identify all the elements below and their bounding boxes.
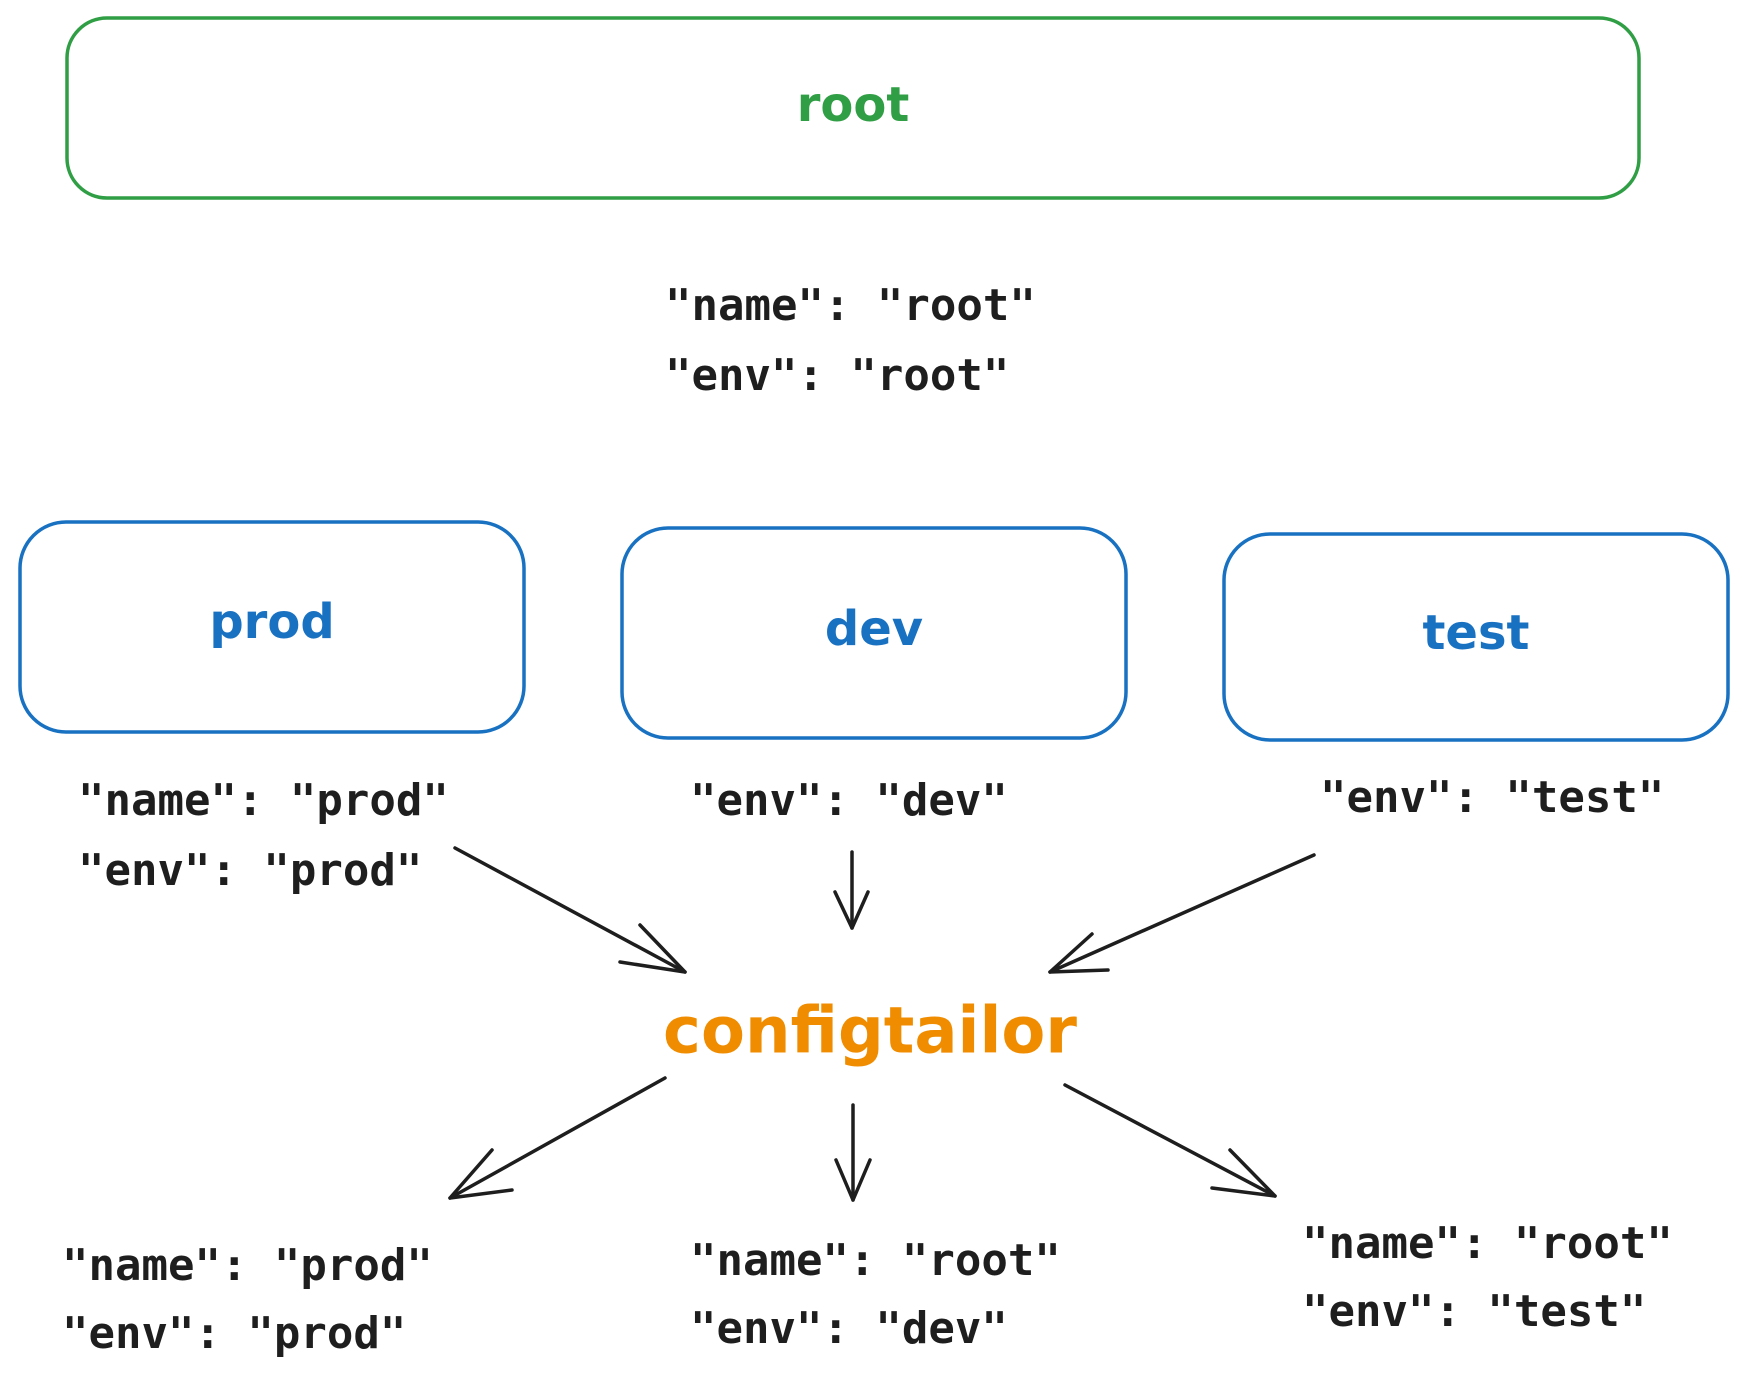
root-config-line: "name": "root": [665, 280, 1036, 331]
env-config-dev: "env": "dev": [690, 775, 1008, 826]
env-label-dev: dev: [825, 601, 923, 657]
arrow-dev-to-tool: [833, 850, 870, 930]
root-node: root: [65, 16, 1641, 200]
env-config-line: "env": "test": [1320, 772, 1664, 823]
env-box-dev: [620, 526, 1128, 740]
configtailor-label: configtailor: [663, 995, 1077, 1069]
root-box: [65, 16, 1641, 200]
output-config-line: "env": "prod": [62, 1308, 406, 1359]
root-config-line: "env": "root": [665, 350, 1009, 401]
env-config-line: "name": "prod": [78, 775, 449, 826]
root-config: "name": "root" "env": "root": [665, 280, 1036, 401]
env-node-prod: prod: [18, 520, 526, 734]
env-config-line: "env": "prod": [78, 845, 422, 896]
output-config-line: "name": "prod": [62, 1240, 433, 1291]
env-node-dev: dev: [620, 526, 1128, 740]
env-label-prod: prod: [209, 594, 334, 650]
arrow-tool-to-output-dev: [834, 1103, 872, 1202]
output-config-test: "name": "root" "env": "test": [1302, 1218, 1673, 1337]
env-label-test: test: [1422, 605, 1529, 661]
output-config-prod: "name": "prod" "env": "prod": [62, 1240, 433, 1359]
output-config-dev: "name": "root" "env": "dev": [690, 1235, 1061, 1354]
output-config-line: "name": "root": [690, 1235, 1061, 1286]
env-config-test: "env": "test": [1320, 772, 1664, 823]
arrow-tool-to-output-test: [1063, 1083, 1277, 1198]
output-config-line: "env": "test": [1302, 1286, 1646, 1337]
env-box-test: [1222, 532, 1730, 742]
arrow-tool-to-output-prod: [448, 1076, 667, 1200]
arrow-test-to-tool: [1048, 853, 1316, 974]
env-config-line: "env": "dev": [690, 775, 1008, 826]
env-config-prod: "name": "prod" "env": "prod": [78, 775, 449, 896]
root-label: root: [797, 77, 910, 133]
arrow-prod-to-tool: [453, 846, 687, 974]
output-config-line: "env": "dev": [690, 1303, 1008, 1354]
env-box-prod: [18, 520, 526, 734]
env-node-test: test: [1222, 532, 1730, 742]
output-config-line: "name": "root": [1302, 1218, 1673, 1269]
